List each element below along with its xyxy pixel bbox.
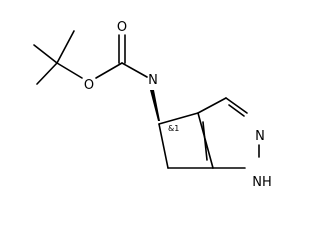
pyrazole-n2-label: N (255, 129, 265, 144)
bond-pyrazole-c3-n2-b (228, 104, 245, 117)
bond-tbu-methyl-top (56, 30, 75, 64)
bond-tbu-methyl-left (33, 44, 58, 64)
stereo-hash-bond (150, 90, 160, 121)
structure-canvas: O O N N NH &1 (33, 20, 272, 190)
atom-labels: O O N N NH &1 (84, 20, 272, 190)
carbonyl-oxygen-label: O (117, 20, 127, 35)
bond-fusion-inner-double (202, 121, 208, 161)
bond-ring-ch-to-fusion (158, 112, 199, 125)
pyrazole-nh-label: NH (252, 175, 272, 190)
amide-nitrogen-label: N (148, 73, 158, 88)
bond-pyrazole-c3-n2-a (225, 97, 248, 114)
stereo-label: &1 (168, 124, 179, 133)
ester-oxygen-label: O (84, 78, 94, 93)
bond-ester-oxygen-to-carbonyl (95, 62, 123, 79)
bond-carbonyl-to-nitrogen (121, 62, 148, 78)
bond-ring-ch2-left (158, 123, 169, 169)
bond-pyrazole-c3a-c3 (197, 97, 227, 114)
bond-tbu-methyl-bottom (36, 62, 58, 85)
bond-tbu-to-ester-oxygen (56, 62, 83, 79)
bonds (33, 30, 260, 169)
chemical-structure: O O N N NH &1 (33, 20, 272, 190)
